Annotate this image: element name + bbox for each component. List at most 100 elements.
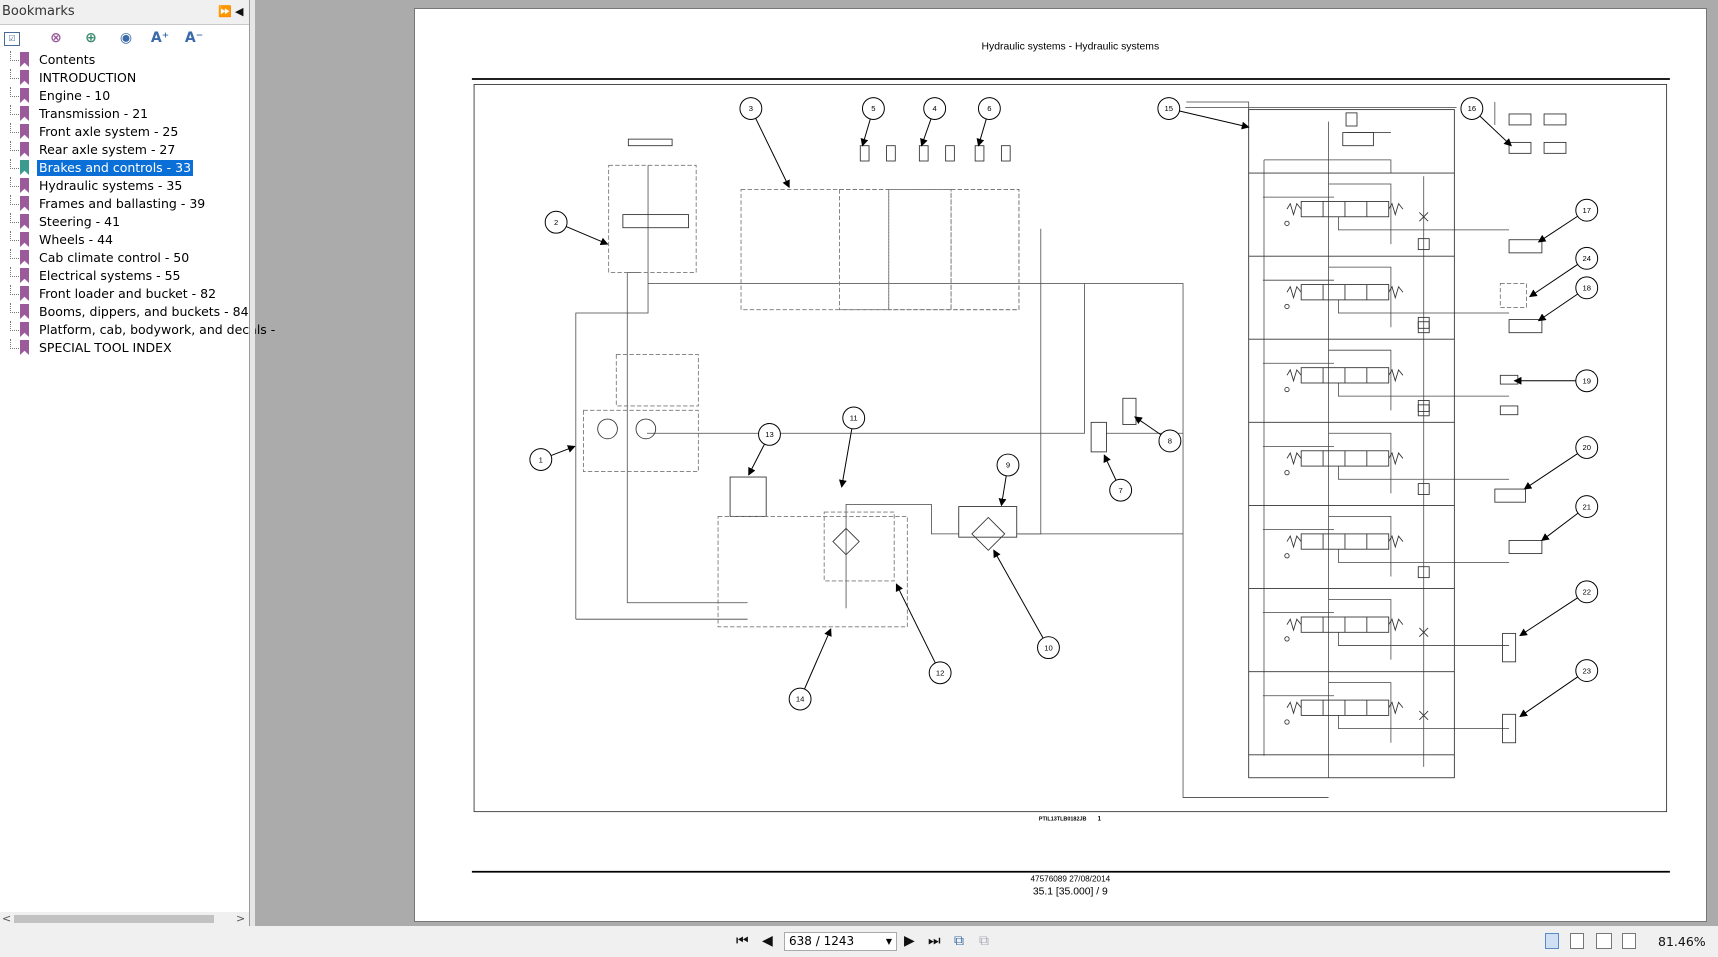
panel-splitter[interactable] <box>250 0 255 926</box>
callout-2: 2 <box>544 210 609 246</box>
bookmark-label: Front axle system - 25 <box>39 124 179 139</box>
hydraulic-line <box>1338 382 1510 397</box>
bookmark-item[interactable]: Brakes and controls - 33 <box>0 159 249 177</box>
add-bookmark-icon[interactable]: ⊕ <box>85 30 97 46</box>
directional-valve <box>622 214 689 229</box>
bookmarks-title: Bookmarks <box>2 4 75 19</box>
callout-5: 5 <box>860 97 885 147</box>
bookmark-item[interactable]: Front axle system - 25 <box>0 123 249 141</box>
previous-page-button[interactable]: ◀ <box>762 933 773 949</box>
callout-10: 10 <box>993 549 1060 660</box>
bookmark-label: Cab climate control - 50 <box>39 250 190 265</box>
spring-icon <box>1286 285 1302 300</box>
bookmark-icon <box>20 268 29 283</box>
continuous-view-icon[interactable] <box>1570 933 1584 949</box>
bookmark-icon <box>20 88 29 103</box>
callout-number: 6 <box>987 104 991 113</box>
cylinder-port <box>945 145 955 162</box>
bookmark-item[interactable]: Frames and ballasting - 39 <box>0 195 249 213</box>
figure-reference: PTIL13TLB0182JB <box>1039 816 1087 822</box>
bookmark-icon <box>20 178 29 193</box>
delete-bookmark-icon[interactable]: ⊗ <box>50 30 62 46</box>
spring-icon <box>1286 618 1302 632</box>
spring-icon <box>1286 701 1302 715</box>
callout-circle <box>788 687 812 711</box>
callout-circle <box>1575 495 1599 518</box>
bookmark-item[interactable]: Booms, dippers, and buckets - 84 <box>0 303 249 321</box>
callout-number: 14 <box>796 695 805 704</box>
tree-connector <box>10 195 21 205</box>
bookmark-item[interactable]: Steering - 41 <box>0 213 249 231</box>
collapse-panel-icon[interactable]: ◀ <box>235 5 244 18</box>
bookmark-item[interactable]: Rear axle system - 27 <box>0 141 249 159</box>
increase-font-icon[interactable]: A⁺ <box>150 30 170 46</box>
first-page-button[interactable]: ⏮ <box>736 933 749 949</box>
spring-icon <box>1388 535 1404 549</box>
hydraulic-cylinder <box>1502 713 1517 744</box>
bookmark-item[interactable]: Transmission - 21 <box>0 105 249 123</box>
bookmark-item[interactable]: Front loader and bucket - 82 <box>0 285 249 303</box>
expand-all-icon[interactable]: ☑ <box>4 32 20 46</box>
spring-icon <box>1286 368 1302 383</box>
pump-icon <box>597 418 618 440</box>
callout-circle <box>1575 369 1599 393</box>
loader-valve-block <box>740 188 1020 311</box>
bookmark-item[interactable]: Electrical systems - 55 <box>0 267 249 285</box>
scrollbar-thumb[interactable] <box>14 915 214 923</box>
continuous-facing-view-icon[interactable] <box>1622 933 1636 949</box>
facing-view-icon[interactable] <box>1596 933 1612 949</box>
bookmark-item[interactable]: Hydraulic systems - 35 <box>0 177 249 195</box>
callout-number: 12 <box>936 669 945 678</box>
decrease-font-icon[interactable]: A⁻ <box>184 30 204 46</box>
callout-leader <box>860 118 871 147</box>
bookmark-item[interactable]: Wheels - 44 <box>0 231 249 249</box>
bookmark-icon <box>20 232 29 247</box>
callout-17: 17 <box>1537 198 1599 243</box>
callout-number: 22 <box>1582 588 1591 597</box>
control-valve-bank <box>1248 109 1455 779</box>
relief-valve <box>1417 483 1430 495</box>
bookmark-item[interactable]: INTRODUCTION <box>0 69 249 87</box>
bookmark-item[interactable]: Engine - 10 <box>0 87 249 105</box>
tree-connector <box>10 213 21 223</box>
callout-number: 16 <box>1468 104 1477 113</box>
next-view-icon[interactable]: ⧉ <box>979 933 989 949</box>
callout-number: 2 <box>554 218 558 227</box>
callout-leader <box>993 549 1044 639</box>
zoom-level[interactable]: 81.46% <box>1658 934 1706 949</box>
bookmark-item[interactable]: SPECIAL TOOL INDEX <box>0 339 249 357</box>
goto-bookmark-icon[interactable]: ◉ <box>119 30 133 46</box>
callout-circle <box>544 210 568 234</box>
pilot-valve <box>1342 132 1374 147</box>
tree-connector <box>10 249 21 259</box>
port-icon <box>1284 719 1290 725</box>
callout-leader <box>1519 676 1579 718</box>
bookmark-label: Contents <box>39 52 96 67</box>
last-page-button[interactable]: ⏭ <box>928 933 941 949</box>
bookmark-item[interactable]: Platform, cab, bodywork, and decals - <box>0 321 275 339</box>
previous-view-icon[interactable]: ⧉ <box>954 933 964 949</box>
horizontal-scrollbar[interactable]: < > <box>0 912 249 926</box>
hydraulic-line <box>1328 432 1392 494</box>
chevron-down-icon[interactable]: ▼ <box>885 937 892 946</box>
hydraulic-cylinder <box>1502 632 1517 663</box>
callout-circle <box>923 97 947 120</box>
callout-leader <box>1103 454 1117 481</box>
page-number-input[interactable]: 638 / 1243 ▼ <box>784 932 897 951</box>
callout-leader <box>895 583 936 664</box>
hydraulic-line <box>1338 299 1510 314</box>
next-page-button[interactable]: ▶ <box>904 933 915 949</box>
callout-number: 23 <box>1582 666 1591 675</box>
hydraulic-line <box>1186 101 1250 122</box>
callout-leader <box>755 118 790 189</box>
cylinder-port <box>918 145 929 162</box>
bookmark-item[interactable]: Contents <box>0 51 249 69</box>
single-page-view-icon[interactable] <box>1545 933 1559 949</box>
bookmark-label: INTRODUCTION <box>39 70 137 85</box>
suction-filter <box>823 511 895 582</box>
bookmark-label: Rear axle system - 27 <box>39 142 176 157</box>
bookmark-item[interactable]: Cab climate control - 50 <box>0 249 249 267</box>
callout-11: 11 <box>838 406 866 488</box>
spring-icon <box>1388 701 1404 715</box>
expand-panel-icon[interactable]: ⏩ <box>218 5 232 18</box>
